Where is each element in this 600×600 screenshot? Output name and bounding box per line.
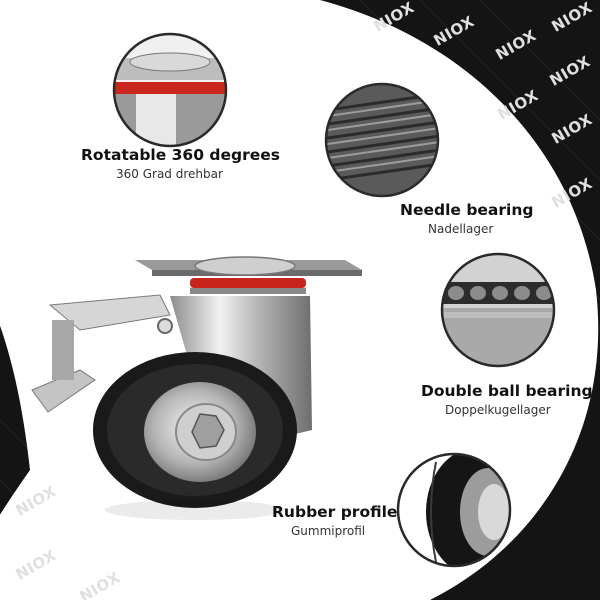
- needle-bearing-detail: [324, 82, 440, 198]
- feature-title-needle-bearing: Needle bearing: [400, 201, 534, 219]
- feature-title-ball-bearing: Double ball bearing: [421, 382, 593, 400]
- feature-title-rotatable: Rotatable 360 degrees: [81, 146, 280, 164]
- feature-title-rubber-profile: Rubber profile: [272, 503, 398, 521]
- ball-bearing-detail: [440, 252, 556, 368]
- swivel-plate-detail: [112, 32, 228, 148]
- feature-subtitle-rubber-profile: Gummiprofil: [291, 524, 366, 538]
- feature-subtitle-needle-bearing: Nadellager: [428, 222, 494, 236]
- rubber-profile-detail: [396, 452, 512, 568]
- feature-subtitle-ball-bearing: Doppelkugellager: [445, 403, 551, 417]
- feature-subtitle-rotatable: 360 Grad drehbar: [116, 167, 223, 181]
- swivel-caster-wheel: [31, 256, 362, 520]
